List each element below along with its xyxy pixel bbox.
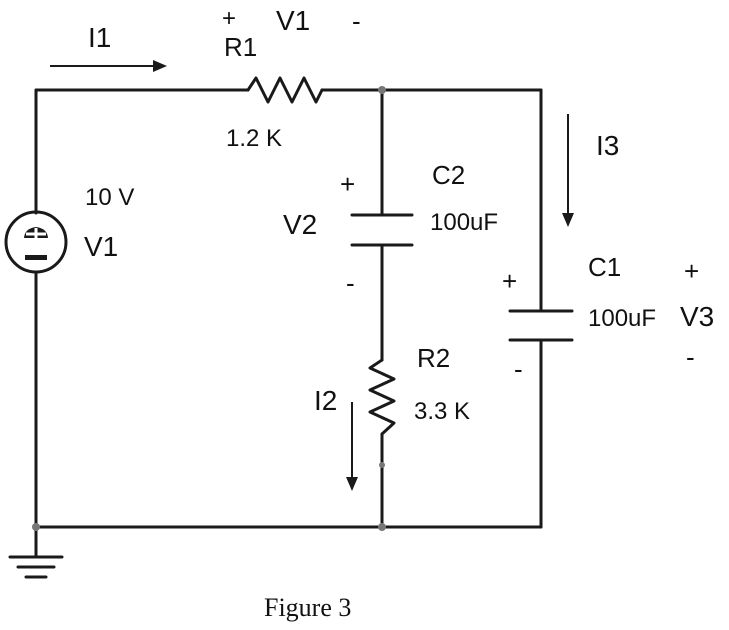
voltage-source-symbol [4, 210, 68, 274]
current-arrow-i1 [50, 60, 167, 72]
label-v3-plus: + [684, 256, 699, 286]
current-arrow-i3 [562, 114, 574, 227]
capacitor-c2-symbol [350, 213, 414, 247]
label-v3: V3 [680, 301, 714, 332]
label-source-name: V1 [84, 231, 118, 262]
label-c1-minus: - [514, 354, 523, 384]
label-top-minus: - [352, 6, 361, 36]
label-c2-plus: + [340, 169, 355, 199]
resistor-r1-symbol [246, 76, 324, 104]
label-c2-minus: - [346, 268, 355, 298]
wires [34, 88, 543, 559]
label-top-v1: V1 [276, 5, 310, 36]
label-r2-name: R2 [417, 343, 450, 373]
label-c1-value: 100uF [588, 305, 656, 332]
junction-top [378, 86, 386, 94]
label-c2-value: 100uF [430, 209, 498, 236]
label-c1-plus: + [502, 266, 517, 296]
label-c2-v: V2 [283, 209, 317, 240]
label-r1-value: 1.2 K [226, 125, 282, 152]
label-i3: I3 [596, 130, 619, 161]
current-arrow-i2 [346, 402, 358, 491]
label-v3-minus: - [686, 342, 695, 372]
figure-caption: Figure 3 [264, 593, 351, 622]
label-i2: I2 [314, 385, 337, 416]
label-top-plus: + [222, 5, 236, 32]
ground-icon [8, 555, 64, 579]
label-c1-name: C1 [588, 252, 621, 282]
label-r1-name: R1 [224, 32, 257, 62]
junction-bottom-mid [378, 523, 386, 531]
label-i1: I1 [88, 22, 111, 53]
capacitor-c1-symbol [508, 309, 574, 342]
label-source-value: 10 V [85, 184, 134, 211]
label-r2-value: 3.3 K [414, 398, 470, 425]
junction-r2-bottom [379, 462, 385, 468]
resistor-r2-symbol [368, 358, 396, 436]
junction-bottom-left [32, 523, 40, 531]
label-c2-name: C2 [432, 160, 465, 190]
